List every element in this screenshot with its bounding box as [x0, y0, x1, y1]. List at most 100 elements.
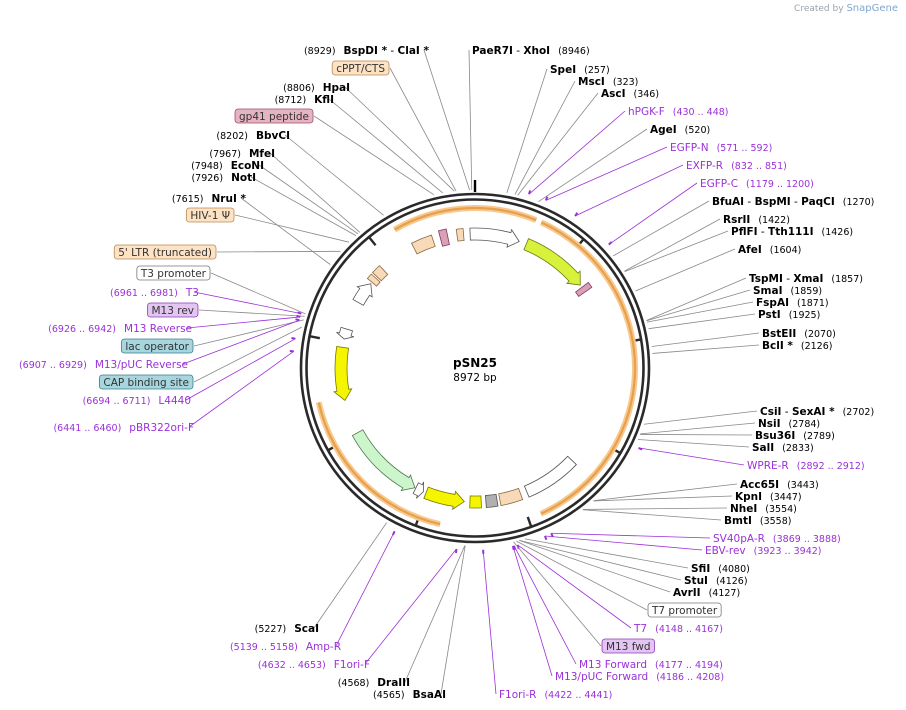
m13-puc-reverse-part: (6907 .. 6929) — [19, 360, 87, 371]
leader-rsrii — [624, 218, 721, 272]
paer7i-xhoi-part: XhoI — [523, 45, 550, 57]
kfli-part: (8712) — [275, 95, 307, 106]
cppt-cts-box — [331, 60, 390, 76]
label-kpni: KpnI(3447) — [735, 491, 802, 503]
label-paer7i-xhoi: PaeR7I - XhoI(8946) — [472, 45, 590, 57]
econi-text: (7948)EcoNI — [191, 160, 264, 172]
psti-text: PstI(1925) — [758, 309, 820, 321]
noti-part: (7926) — [191, 173, 223, 184]
fspai-part: FspAI — [756, 297, 789, 309]
bsu36i-text: Bsu36I(2789) — [755, 430, 835, 442]
kfli-part: KflI — [314, 94, 334, 106]
leader-cap-binding-site — [193, 326, 302, 383]
m13-fwd-box — [601, 638, 655, 654]
bfuai-bspmi-paqci-part: PaqCI — [801, 196, 835, 208]
bspdi-clai-part: - — [387, 45, 397, 57]
gp41-peptide-box — [234, 108, 314, 124]
outer-labels: (8929)BspDI * - ClaI *cPPT/CTS(8806)HpaI… — [19, 45, 874, 701]
label-nhei: NheI(3554) — [730, 503, 797, 515]
rsv-promoter-shape — [352, 283, 373, 306]
lac-operator-part: lac operator — [125, 341, 189, 353]
label-hpai: (8806)HpaI — [283, 82, 350, 94]
pflfi-tth111i-part: - — [758, 226, 768, 238]
primer-mark-m13-puc-reverse — [295, 318, 300, 322]
leader-l4440 — [185, 338, 296, 401]
msci-text: MscI(323) — [578, 76, 638, 88]
leader-afei — [635, 248, 736, 292]
primer-mark-hpgk-f — [528, 190, 532, 195]
pbr322ori-f-part: pBR322ori-F — [129, 422, 194, 434]
label-bsaai: (4565)BsaAI — [373, 689, 446, 701]
hiv-1-psi-text: HIV-1 Ψ — [190, 210, 230, 222]
leader-bbvci — [284, 134, 384, 216]
cap-binding-site-part: CAP binding site — [103, 377, 189, 389]
bcli-part: (2126) — [801, 341, 833, 352]
wpre-r-part: WPRE-R — [747, 460, 789, 472]
label-stui: StuI(4126) — [684, 575, 748, 587]
asci-part: (346) — [634, 89, 660, 100]
label-gp41-peptide: gp41 peptide — [234, 108, 314, 124]
rsrii-text: RsrII(1422) — [723, 214, 790, 226]
sv40-ori-shape — [469, 495, 482, 509]
label-m13-puc-forward: M13/pUC Forward(4186 .. 4208) — [555, 671, 724, 683]
bfuai-bspmi-paqci-part: - — [791, 196, 801, 208]
hiv-1-psi-box — [185, 207, 235, 223]
label-ltr5-truncated: 5' LTR (truncated) — [113, 244, 217, 260]
gp41-shape — [437, 228, 450, 247]
m13-fwd-part: M13 fwd — [606, 641, 651, 653]
label-fspai: FspAI(1871) — [756, 297, 829, 309]
bsu36i-part: Bsu36I — [755, 430, 795, 442]
paer7i-xhoi-part: PaeR7I — [472, 45, 513, 57]
leader-gp41-peptide — [313, 115, 435, 196]
leader-t7 — [517, 544, 632, 629]
acc65i-text: Acc65I(3443) — [740, 479, 819, 491]
label-smai: SmaI(1859) — [753, 285, 822, 297]
m13-rev-part: M13 rev — [151, 305, 194, 317]
gp41-peptide-text: gp41 peptide — [239, 111, 309, 123]
label-m13-reverse: (6926 .. 6942)M13 Reverse — [48, 323, 192, 335]
leader-bcli — [652, 344, 760, 354]
tick-mark — [526, 516, 533, 528]
m13-puc-reverse-text: (6907 .. 6929)M13/pUC Reverse — [19, 359, 188, 371]
label-lac-operator: lac operator — [120, 338, 194, 354]
leader-avrii — [519, 540, 671, 593]
bfuai-bspmi-paqci-part: BspMI — [755, 196, 791, 208]
noti-part: NotI — [231, 172, 256, 184]
tick-mark — [368, 236, 377, 246]
leader-sfii — [524, 538, 689, 569]
primer-mark-m13-forward — [513, 545, 516, 550]
f1-ori-shape — [423, 486, 465, 511]
label-t7: T7(4148 .. 4167) — [633, 623, 723, 635]
leader-hpgk-f — [528, 110, 626, 195]
m13-forward-text: M13 Forward(4177 .. 4194) — [579, 659, 723, 671]
f1ori-r-text: F1ori-R(4422 .. 4441) — [499, 689, 612, 701]
leader-t3 — [193, 291, 302, 315]
egfp-n-part: EGFP-N — [670, 142, 709, 154]
leader-fspai — [646, 301, 754, 323]
lac-operator-box — [120, 338, 194, 354]
exfp-r-part: EXFP-R — [686, 160, 723, 172]
hpai-text: (8806)HpaI — [283, 82, 350, 94]
primer-mark-m13-reverse — [296, 314, 301, 318]
leader-asci — [517, 92, 599, 196]
leader-f1ori-r — [482, 549, 497, 695]
orange-arc-bottom-core — [317, 402, 441, 526]
l4440-part: L4440 — [158, 395, 191, 407]
orange-arc-right-core — [540, 221, 637, 515]
snapgene-credit: Created by SnapGene — [794, 3, 898, 14]
wpre-r-part: (2892 .. 2912) — [797, 461, 865, 472]
mfei-text: (7967)MfeI — [209, 148, 275, 160]
ebv-rev-text: EBV-rev(3923 .. 3942) — [705, 545, 822, 557]
asci-part: AscI — [601, 88, 626, 100]
amp-r-part: Amp-R — [306, 641, 341, 653]
bcli-text: BclI *(2126) — [762, 340, 832, 352]
label-scai: (5227)ScaI — [255, 623, 319, 635]
p2a-shape — [575, 281, 593, 297]
m13-reverse-text: (6926 .. 6942)M13 Reverse — [48, 323, 192, 335]
label-econi: (7948)EcoNI — [191, 160, 264, 172]
f1ori-r-part: (4422 .. 4441) — [544, 690, 612, 701]
m13-rev-box — [147, 302, 199, 318]
primer-mark-sv40pa-r — [550, 532, 554, 538]
leader-econi — [258, 164, 359, 235]
